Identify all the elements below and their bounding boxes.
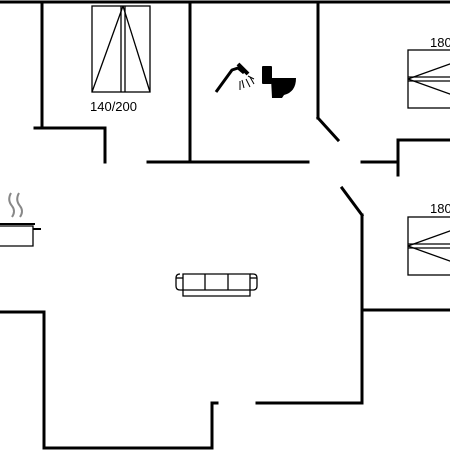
door-bedroom-right-bottom bbox=[339, 185, 365, 218]
bed-frame-right-bottom bbox=[407, 216, 450, 276]
bed-frame-right-top bbox=[407, 49, 450, 109]
bed-icon bbox=[407, 49, 450, 109]
cooking-pot-icon bbox=[0, 192, 41, 247]
bed-cover-line bbox=[91, 5, 124, 93]
bed-icon bbox=[407, 216, 450, 276]
sofa-icon bbox=[175, 273, 258, 297]
bed-size-label-right-bottom: 180 bbox=[430, 201, 450, 216]
shower-icon bbox=[214, 62, 255, 93]
bed-size-label-master: 140/200 bbox=[90, 99, 137, 114]
toilet-icon bbox=[262, 66, 296, 98]
bed-size-label-right-top: 180 bbox=[430, 35, 450, 50]
door-bathroom bbox=[315, 115, 341, 143]
bed-cover-line bbox=[122, 5, 151, 93]
bed-icon bbox=[91, 5, 151, 93]
